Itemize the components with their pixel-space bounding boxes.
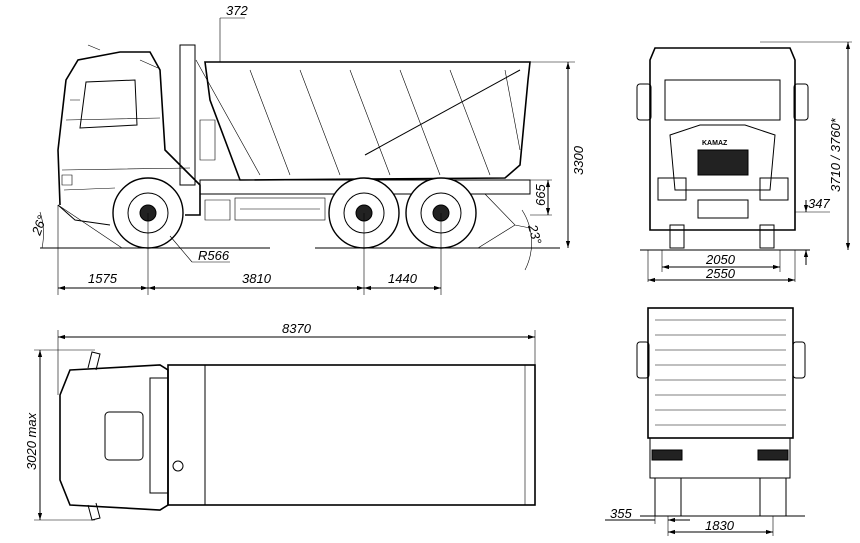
dim-front-overhang: 1575 [88,271,118,286]
dim-body-height: 3300 [571,145,586,175]
mirror-right [793,83,809,121]
top-view: 8370 3020 max [24,321,536,521]
cab-top [59,364,169,511]
dim-wheelbase: 3810 [242,271,272,286]
front-tire-left [669,224,685,249]
side-view: 372 3300 665 26° 23° R566 1575 3810 1440 [28,3,586,295]
dim-length: 8370 [282,321,312,336]
dim-ground-clearance: 347 [808,196,830,211]
dim-rear-axle-spacing: 1440 [388,271,418,286]
dim-departure-angle: 23° [525,222,545,246]
tailgate [647,307,794,439]
dim-top-offset: 372 [226,3,248,18]
dim-wheel-radius: R566 [198,248,230,263]
dim-tire-offset: 355 [610,506,632,521]
front-tire-right [759,224,775,249]
body-top [167,364,536,506]
dim-track: 2050 [705,252,736,267]
dim-height: 3710 / 3760* [828,117,843,192]
dimension-lines [39,17,575,295]
rear-view: 355 1830 [605,307,806,536]
dump-body [179,44,531,186]
brand-logo: KAMAZ [702,140,728,147]
front-view: KAMAZ 3710 / 3760* 347 2050 2550 [636,41,852,283]
grille [697,149,749,176]
dim-width: 2550 [705,266,736,281]
dim-max-width: 3020 max [24,412,39,470]
rear-tire-right [759,477,787,517]
windshield [664,79,781,121]
cab [57,44,201,226]
dim-approach-angle: 26° [28,213,49,238]
dim-rear-track: 1830 [705,518,735,533]
bumper [697,199,749,219]
headlight-right [759,177,789,201]
headlight-left [657,177,687,201]
mirror-left [636,83,652,121]
rear-tire-left [654,477,682,517]
dim-frame-height: 665 [533,184,548,206]
